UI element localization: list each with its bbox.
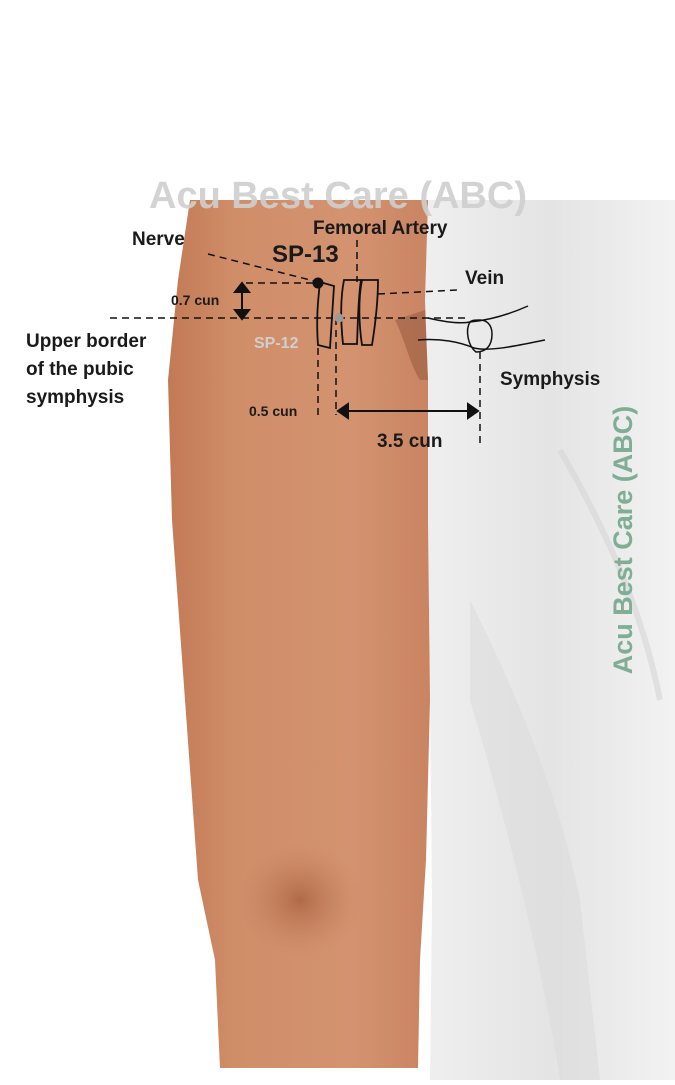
nerve-outline	[316, 280, 335, 350]
label-cun-35: 3.5 cun	[377, 431, 442, 452]
vein-outline	[358, 279, 379, 346]
label-femoral-artery: Femoral Artery	[313, 218, 448, 239]
label-symphysis: Symphysis	[500, 369, 600, 390]
body-silhouette	[425, 200, 675, 1080]
sp13-point	[312, 277, 324, 289]
label-upper-border-3: symphysis	[26, 387, 124, 408]
label-upper-border-1: Upper border	[26, 331, 147, 352]
body-shading	[470, 600, 600, 1080]
leg-silhouette	[168, 200, 430, 1068]
label-cun-05: 0.5 cun	[249, 403, 297, 419]
knee	[238, 842, 362, 958]
vein-leader-line	[377, 289, 459, 295]
label-sp13: SP-13	[272, 241, 339, 268]
nerve-leader-line	[207, 253, 319, 283]
sp12-point	[334, 313, 344, 323]
label-sp12: SP-12	[254, 335, 299, 352]
watermark-side: Acu Best Care (ABC)	[608, 406, 638, 675]
label-cun-07: 0.7 cun	[171, 292, 219, 308]
vessels	[316, 279, 379, 350]
label-upper-border-2: of the pubic	[26, 359, 134, 380]
cun-35-arrow	[336, 402, 480, 420]
label-vein: Vein	[465, 268, 504, 289]
cun-07-arrow	[232, 281, 252, 321]
pubic-symphysis-outline	[417, 305, 546, 353]
watermark-top: Acu Best Care (ABC)	[149, 175, 527, 217]
label-nerve: Nerve	[132, 229, 185, 250]
